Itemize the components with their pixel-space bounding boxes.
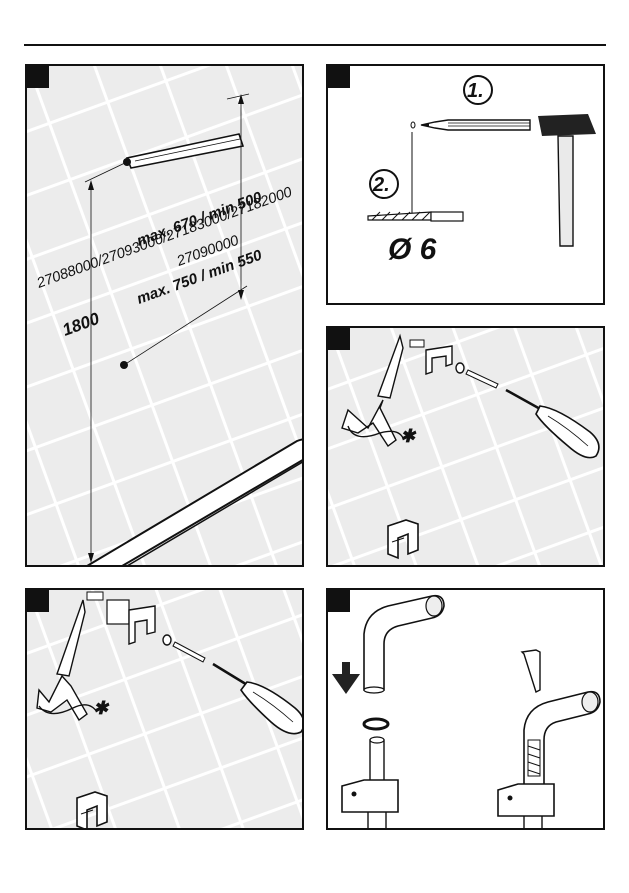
- allen-key-icon: [520, 649, 541, 693]
- silicone-asterisk: ✱: [400, 426, 417, 446]
- step-1-circle: [463, 75, 493, 105]
- spout-left: [363, 594, 445, 694]
- hammer: [538, 114, 596, 247]
- panel-step-5: [326, 588, 605, 830]
- screwdriver: [505, 388, 600, 459]
- screw: [172, 641, 206, 663]
- o-ring: [362, 717, 390, 731]
- bracket-icon: [76, 791, 108, 828]
- step-badge: [27, 66, 49, 88]
- drill-illustration: 1. 2. Ø 6: [367, 75, 596, 266]
- bathtub-edge: [86, 438, 302, 565]
- bracket-icon: [387, 519, 419, 560]
- bracket-install-illustration: ✱: [328, 328, 603, 565]
- panel-step-2: 1. 2. Ø 6: [326, 64, 605, 305]
- drill-bit: [367, 132, 464, 222]
- down-arrow-icon: [332, 662, 360, 694]
- spout-right: [497, 690, 601, 828]
- panel-step-3: ✱: [326, 326, 605, 567]
- silicone-gun: [36, 599, 98, 722]
- screwdriver: [212, 662, 302, 735]
- step-badge: [27, 590, 49, 612]
- wall-measure-illustration: 27088000/27093000/27183000/27182000 max.…: [27, 66, 302, 565]
- panel-step-4: ✱: [25, 588, 304, 830]
- washer: [162, 634, 172, 646]
- wall-bracket: [425, 345, 453, 375]
- silicone-gun: [341, 333, 404, 448]
- step-2-circle: [369, 169, 399, 199]
- pipe-holder-left: [341, 736, 399, 828]
- wall-plug: [409, 339, 425, 348]
- panel-step-1: 27088000/27093000/27183000/27182000 max.…: [25, 64, 304, 567]
- step-badge: [328, 328, 350, 350]
- bracket-install-alt-illustration: ✱: [27, 590, 302, 828]
- wall-bracket: [128, 605, 156, 645]
- marker-pencil: [410, 119, 531, 131]
- step-badge: [328, 66, 350, 88]
- wall-plate: [106, 599, 130, 625]
- step-badge: [328, 590, 350, 612]
- spout-mount-illustration: [332, 594, 601, 828]
- drill-diameter-text: Ø 6: [388, 233, 437, 266]
- screw: [465, 369, 499, 389]
- header-rule: [24, 44, 606, 46]
- step-2-label: 2.: [372, 174, 390, 196]
- washer: [455, 362, 465, 374]
- step-1-label: 1.: [467, 80, 484, 102]
- silicone-asterisk: ✱: [93, 698, 110, 718]
- wall-plug: [86, 591, 104, 601]
